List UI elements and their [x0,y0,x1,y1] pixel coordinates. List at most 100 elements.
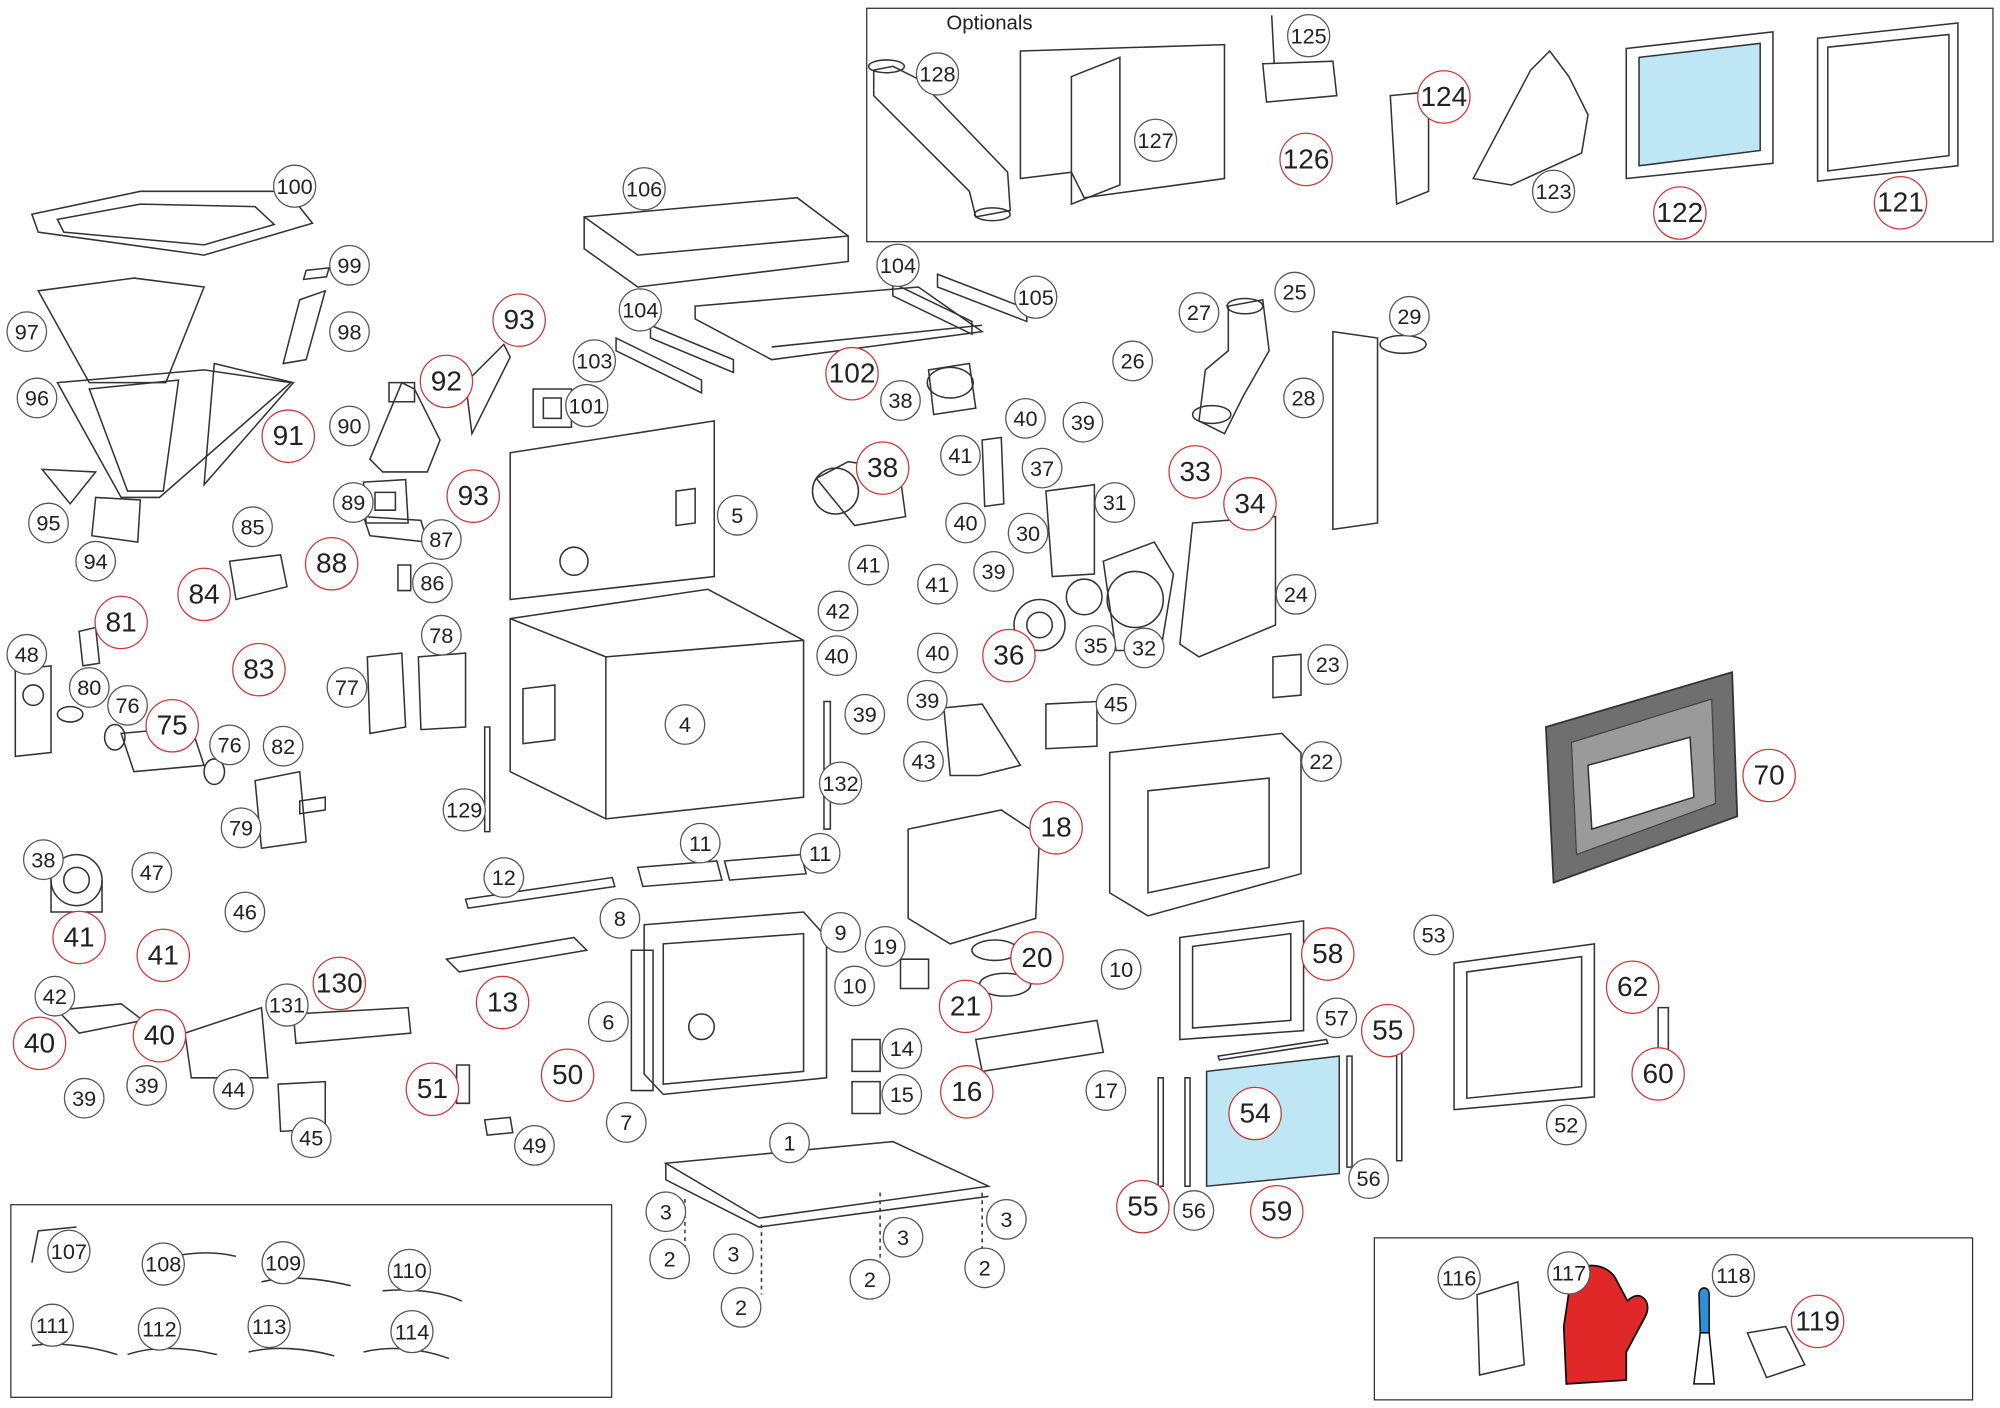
callout-76: 76 [209,724,250,766]
callout-40: 40 [12,1016,67,1071]
callout-105: 105 [1014,275,1058,319]
part-94 [91,496,142,543]
callout-84: 84 [177,567,231,622]
callout-104: 104 [618,288,662,332]
callout-94: 94 [75,540,117,582]
hopper-side-97 [37,277,206,384]
callout-106: 106 [622,167,666,211]
callout-90: 90 [329,405,370,447]
callout-33: 33 [1168,445,1222,499]
rod-55b [1395,1045,1403,1162]
callout-82: 82 [262,725,304,767]
callout-55: 55 [1360,1003,1415,1058]
callout-43: 43 [903,741,944,782]
callout-56: 56 [1348,1158,1390,1199]
callout-3: 3 [645,1191,687,1233]
callout-40: 40 [1005,397,1046,439]
callout-26: 26 [1112,340,1154,382]
callout-5: 5 [716,494,758,536]
callout-41: 41 [940,434,981,476]
rod-56b [1346,1055,1353,1168]
rod-56a [1184,1077,1191,1187]
clip-99 [302,266,331,281]
callout-25: 25 [1274,271,1316,313]
callout-107: 107 [47,1229,91,1273]
callout-10: 10 [834,965,875,1007]
rail-104a [649,324,735,374]
callout-114: 114 [390,1309,434,1354]
callout-89: 89 [332,482,374,523]
cover-116 [1476,1280,1526,1376]
callout-80: 80 [68,667,110,708]
plate-23 [1272,653,1302,699]
fan-38b [815,460,907,527]
callout-41: 41 [52,910,106,965]
callout-99: 99 [329,244,370,286]
callout-128: 128 [915,52,960,96]
glass-122 [1638,42,1761,167]
callout-2: 2 [720,1286,762,1328]
callout-6: 6 [588,1001,629,1043]
wiring-box [10,1204,613,1398]
strip-57 [1217,1038,1329,1061]
part-81 [78,626,101,667]
callout-91: 91 [261,409,316,464]
callout-79: 79 [220,807,262,849]
callout-23: 23 [1307,644,1349,685]
bottom-plate-1 [663,1140,992,1219]
part-19 [899,958,930,990]
callout-108: 108 [141,1242,185,1286]
callout-38: 38 [880,380,921,421]
plate-30 [1045,483,1096,578]
grate-11a [636,860,723,888]
callout-41: 41 [848,544,890,586]
callout-56: 56 [1173,1190,1215,1231]
callout-59: 59 [1249,1184,1304,1239]
callout-111: 111 [30,1303,74,1347]
callout-48: 48 [6,633,48,675]
callout-36: 36 [982,628,1036,683]
pressure-switch-84 [228,553,288,601]
fan-38a [927,362,977,416]
callout-32: 32 [1123,627,1165,669]
bar-129 [483,726,491,833]
side-panel-18 [907,809,1041,945]
bracket-87 [362,515,429,543]
callout-31: 31 [1094,482,1136,523]
callout-50: 50 [540,1048,595,1103]
callout-40: 40 [945,502,986,544]
callout-38: 38 [22,839,64,881]
callout-3: 3 [882,1216,924,1258]
callout-101: 101 [565,383,609,428]
cable-110 [382,1289,463,1302]
auger-92 [464,343,512,437]
callout-51: 51 [405,1062,460,1117]
callout-14: 14 [881,1028,923,1069]
callout-15: 15 [881,1073,923,1115]
plate-14 [851,1038,881,1073]
callout-45: 45 [1095,683,1137,725]
callout-95: 95 [28,502,69,544]
callout-7: 7 [605,1102,647,1143]
callout-124: 124 [1417,70,1471,124]
callout-103: 103 [572,339,617,383]
callout-24: 24 [1275,573,1317,615]
bar-16 [974,1019,1105,1073]
callout-110: 110 [387,1248,432,1293]
callout-62: 62 [1605,960,1660,1015]
part-78 [417,652,467,731]
top-panel-102 [694,286,985,361]
callout-10: 10 [1100,948,1142,990]
body-4 [509,588,805,820]
accessories-box [1373,1237,1974,1401]
door-121 [1816,22,1959,182]
rail-105 [936,273,1028,323]
callout-88: 88 [304,536,359,591]
callout-39: 39 [63,1077,105,1119]
callout-30: 30 [1007,512,1049,554]
callout-35: 35 [1075,624,1117,666]
callout-16: 16 [940,1065,994,1119]
cable-107 [31,1226,77,1263]
frame-58 [1179,920,1305,1041]
rail-104b [892,281,973,336]
